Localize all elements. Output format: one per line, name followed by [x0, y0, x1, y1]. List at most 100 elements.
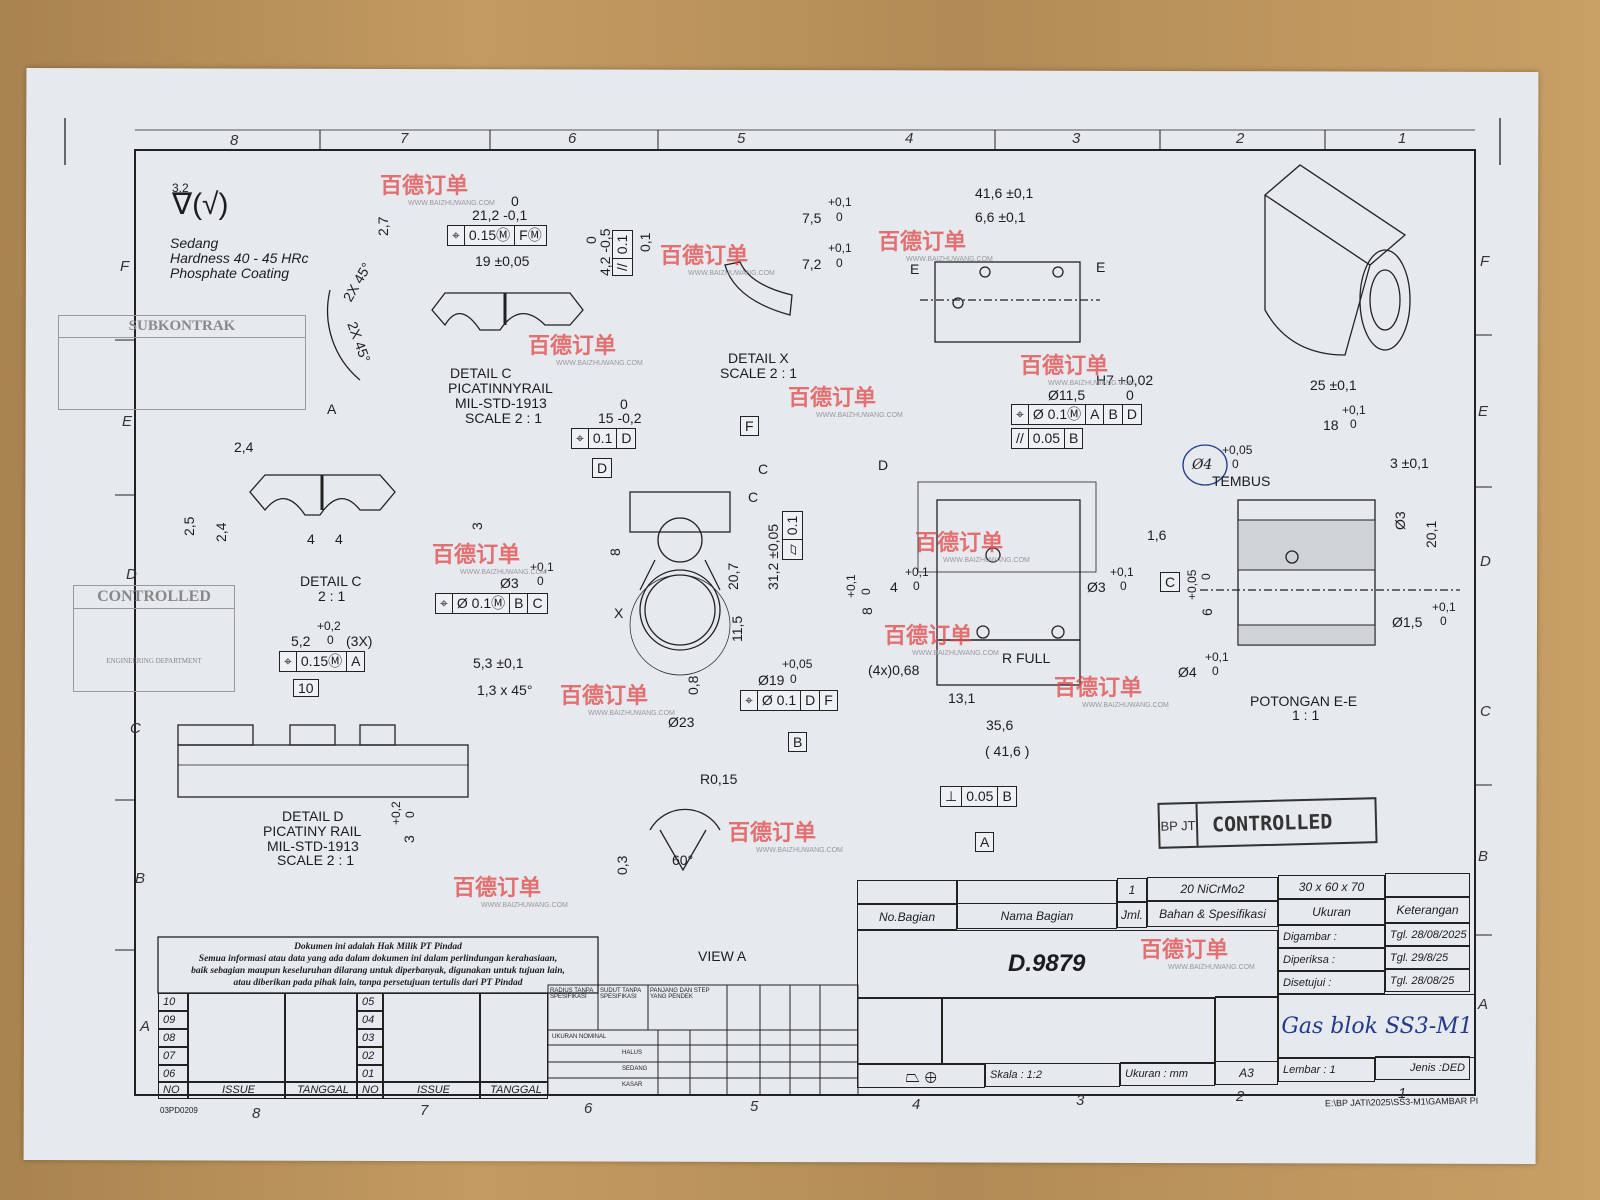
dimension-label: 0 [327, 633, 334, 647]
view-title: PICATINY RAIL [263, 823, 362, 839]
dimension-label: 13,1 [948, 690, 976, 706]
header-qty: Jml. [1117, 902, 1147, 928]
subkontrak-stamp: SUBKONTRAK [58, 315, 306, 410]
dimension-label: 0 [1199, 573, 1213, 580]
dimension-label: +0,05 [1222, 443, 1253, 457]
paper-size: A3 [1215, 1061, 1278, 1085]
zone-col-7: 7 [400, 130, 409, 147]
header-part-no: No.Bagian [857, 904, 957, 930]
dimension-label: ( 41,6 ) [985, 743, 1030, 759]
dimension-label: +0,1 [828, 241, 852, 255]
dimension-label: 7,5 [802, 210, 822, 226]
zone-row-d: D [126, 566, 137, 583]
dimension-label: 0,3 [614, 855, 630, 875]
dimension-note: TEMBUS [1212, 473, 1271, 489]
surface-roughness-value: 3.2 [172, 181, 189, 195]
dimension-label: Ø3 [500, 575, 519, 591]
dimension-label: 11,5 [729, 615, 745, 642]
revision-header: TANGGAL [480, 1081, 548, 1099]
dimension-label: 8 [607, 548, 623, 556]
dimension-label: 0 [1350, 417, 1357, 431]
view-marker: X [614, 605, 624, 621]
zone-row-b: B [135, 870, 146, 887]
zone-col-6-bottom: 6 [584, 1100, 593, 1117]
view-title: MIL-STD-1913 [455, 395, 547, 411]
header-material: Bahan & Spesifikasi [1147, 901, 1278, 927]
revision-no: 08 [158, 1029, 188, 1047]
zone-row-b-right: B [1478, 848, 1489, 865]
view-scale: SCALE 2 : 1 [720, 365, 798, 381]
zone-col-6: 6 [568, 130, 577, 147]
revision-no: 10 [158, 993, 188, 1011]
datum-label: B [788, 732, 808, 752]
dimension-label: 5,3 ±0,1 [473, 655, 524, 671]
revision-header: NO [158, 1081, 188, 1099]
top-view-body [934, 261, 1081, 343]
view-title: DETAIL X [728, 350, 789, 366]
zone-row-d-right: D [1480, 553, 1491, 570]
dimension-label: 4 [307, 531, 315, 547]
zone-col-4: 4 [905, 130, 914, 147]
dimension-label: 2,7 [375, 216, 391, 236]
dimension-label: 6 [1199, 608, 1215, 616]
checked-date: Tgl. 29/8/25 [1385, 946, 1470, 969]
feature-control-frame: //0.1 [612, 229, 633, 276]
zone-col-5-bottom: 5 [750, 1098, 759, 1115]
zone-row-f: F [120, 258, 130, 275]
revision-issue-cell [188, 993, 285, 1083]
projection-symbol-icon: ⏢ ⊕ [857, 1064, 985, 1088]
view-title: VIEW A [698, 948, 747, 964]
revision-header: ISSUE [188, 1081, 285, 1099]
datum-label: A [327, 401, 337, 417]
dimension-label: 0 [790, 672, 797, 686]
tolerance-row-label: HALUS [622, 1050, 643, 1056]
datum-label: C [748, 489, 759, 505]
revision-no: 01 [357, 1065, 383, 1083]
dimension-label: +0,1 [905, 565, 929, 579]
view-scale: 1 : 1 [1292, 707, 1320, 723]
dimension-label: +0,2 [317, 619, 341, 633]
dimension-label: 3 [401, 835, 417, 843]
view-title: POTONGAN E-E [1250, 693, 1358, 709]
section-marker: E [1096, 259, 1106, 275]
zone-col-7-bottom: 7 [420, 1102, 429, 1119]
drawn-date: Tgl. 28/08/2025 [1385, 923, 1470, 946]
dimension-label: Ø11,5 [1048, 387, 1086, 403]
revision-date-cell [480, 993, 548, 1083]
view-title: MIL-STD-1913 [267, 838, 359, 854]
dimension-label: 7,2 [802, 256, 822, 272]
tolerance-row-label: KASAR [622, 1082, 643, 1088]
rail-body-detail-d [177, 744, 469, 798]
dimension-label: 0 [620, 396, 628, 412]
revision-issue-cell [383, 993, 480, 1083]
dimension-label: (4x)0,68 [868, 662, 920, 678]
dimension-label: +0,2 [389, 801, 403, 825]
dimension-label: 0 [859, 588, 873, 595]
dimension-label: 0 [836, 256, 843, 270]
dimension-label: +0,05 [782, 657, 813, 671]
dimension-label: 4 [890, 579, 898, 595]
header-size: Ukuran [1278, 899, 1385, 925]
dimension-label: +0,1 [828, 195, 852, 209]
form-code: 03PD0209 [160, 1106, 198, 1115]
dimension-label: Ø4 [1178, 664, 1197, 680]
header-part-name: Nama Bagian [957, 903, 1117, 929]
dimension-label: Ø4 [1192, 457, 1213, 473]
dimension-label: 0 [1120, 579, 1127, 593]
dimension-label: +0,1 [1342, 403, 1366, 417]
blank-cell [857, 998, 942, 1064]
